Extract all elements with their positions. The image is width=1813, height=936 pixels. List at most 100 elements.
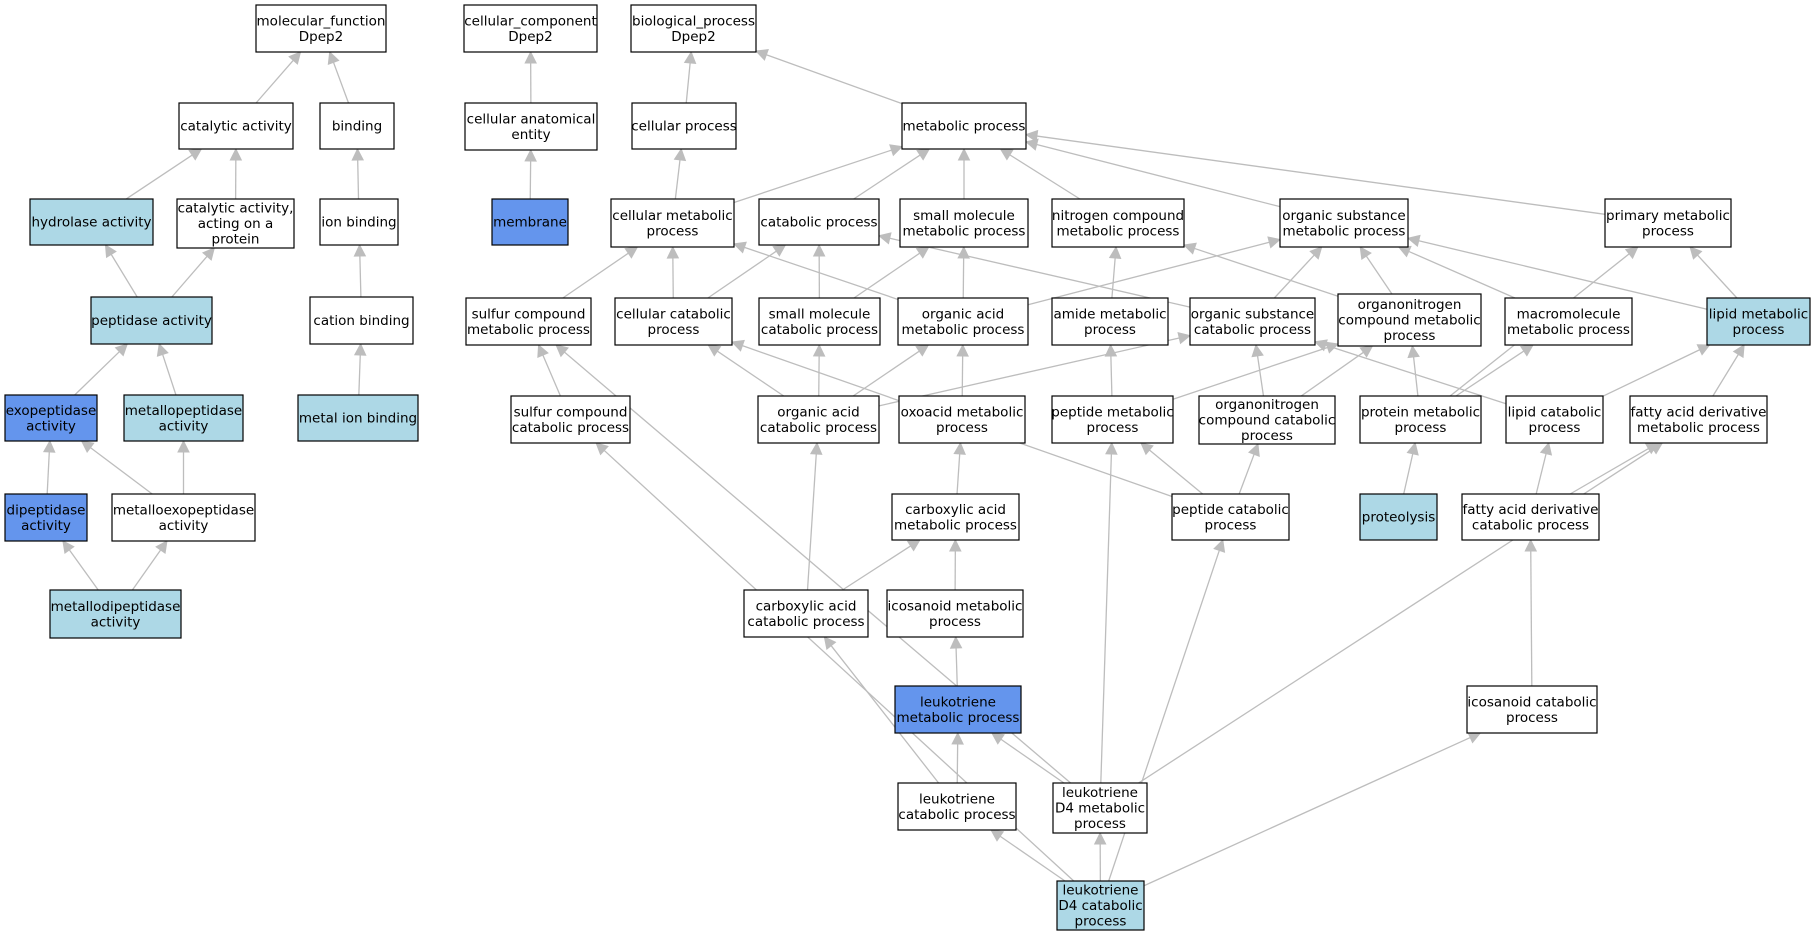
edge-metproc-to-bp	[766, 54, 903, 105]
term-label: sulfur compound	[472, 306, 586, 322]
term-label: small molecule	[769, 306, 871, 322]
arrowhead-peptidecat-to-peptidemet	[1140, 442, 1154, 456]
term-label: D4 catabolic	[1058, 898, 1142, 914]
edge-metallodipep-to-dipep	[68, 549, 99, 591]
arrowhead-orgsubcat-to-catproc	[877, 232, 892, 245]
term-box	[1189, 297, 1316, 346]
term-box	[1051, 198, 1185, 248]
term-box	[465, 297, 592, 346]
arrowhead-smallcat-to-smallmet	[915, 246, 930, 259]
term-node-membrane[interactable]: membrane	[491, 198, 569, 246]
term-label: compound catabolic	[1199, 413, 1336, 429]
arrowhead-ltd4met-to-peptidemet	[1105, 441, 1118, 455]
term-box	[255, 4, 387, 53]
term-node-proteolysis[interactable]: proteolysis	[1359, 493, 1438, 541]
term-label: activity	[91, 614, 141, 630]
edge-metallodipep-to-metalloexo	[131, 549, 162, 591]
term-node-ionbind[interactable]: ion binding	[319, 198, 399, 246]
term-label: icosanoid metabolic	[888, 598, 1023, 614]
term-node-cationbind[interactable]: cation binding	[309, 296, 414, 345]
arrowhead-orgnitrocat-to-orgnitromet	[1359, 345, 1374, 358]
arrowhead-hydrolase-to-catalytic	[188, 148, 203, 161]
term-node-metalion[interactable]: metal ion binding	[297, 394, 419, 442]
term-node-metproc[interactable]: metabolic process	[901, 102, 1027, 150]
term-label: Dpep2	[671, 29, 715, 45]
arrowhead-metallopep-to-peptidase	[156, 342, 169, 357]
term-label: activity	[159, 418, 209, 434]
arrowhead-membrane-to-cae	[524, 148, 537, 162]
term-box	[630, 4, 757, 53]
term-box	[463, 4, 598, 53]
term-box	[1198, 395, 1336, 445]
term-label: organic acid	[922, 306, 1004, 322]
arrowhead-carbcat-to-carbmet	[906, 539, 921, 552]
term-node-catproc[interactable]: catabolic process	[758, 198, 880, 246]
term-label: carboxylic acid	[905, 502, 1006, 518]
term-box	[758, 297, 881, 346]
term-label: process	[1395, 420, 1447, 436]
term-box	[1359, 493, 1438, 541]
term-box	[898, 395, 1026, 444]
edge-cellcat-to-catproc	[707, 250, 777, 299]
term-node-hydrolase[interactable]: hydrolase activity	[29, 198, 154, 246]
term-node-cellproc[interactable]: cellular process	[631, 102, 737, 150]
term-label: membrane	[493, 215, 567, 231]
term-label: process	[1084, 322, 1136, 338]
arrowhead-icoscat-to-fadcat	[1524, 538, 1538, 552]
arrowhead-ltd4cat-to-icoscat	[1467, 732, 1482, 744]
term-label: organonitrogen	[1215, 397, 1319, 413]
term-node-catalytic[interactable]: catalytic activity	[178, 102, 294, 150]
term-box	[111, 493, 256, 542]
term-node-peptidase[interactable]: peptidase activity	[90, 296, 213, 345]
term-box	[1466, 685, 1598, 734]
arrowhead-protmet-to-orgnitromet	[1407, 344, 1420, 359]
edge-orgnitrocat-to-orgnitromet	[1300, 351, 1364, 397]
term-box	[1706, 297, 1811, 346]
arrowhead-ltd4cat-to-ltd4met	[1093, 831, 1107, 845]
term-node-binding[interactable]: binding	[319, 102, 395, 150]
term-box	[1056, 880, 1145, 931]
